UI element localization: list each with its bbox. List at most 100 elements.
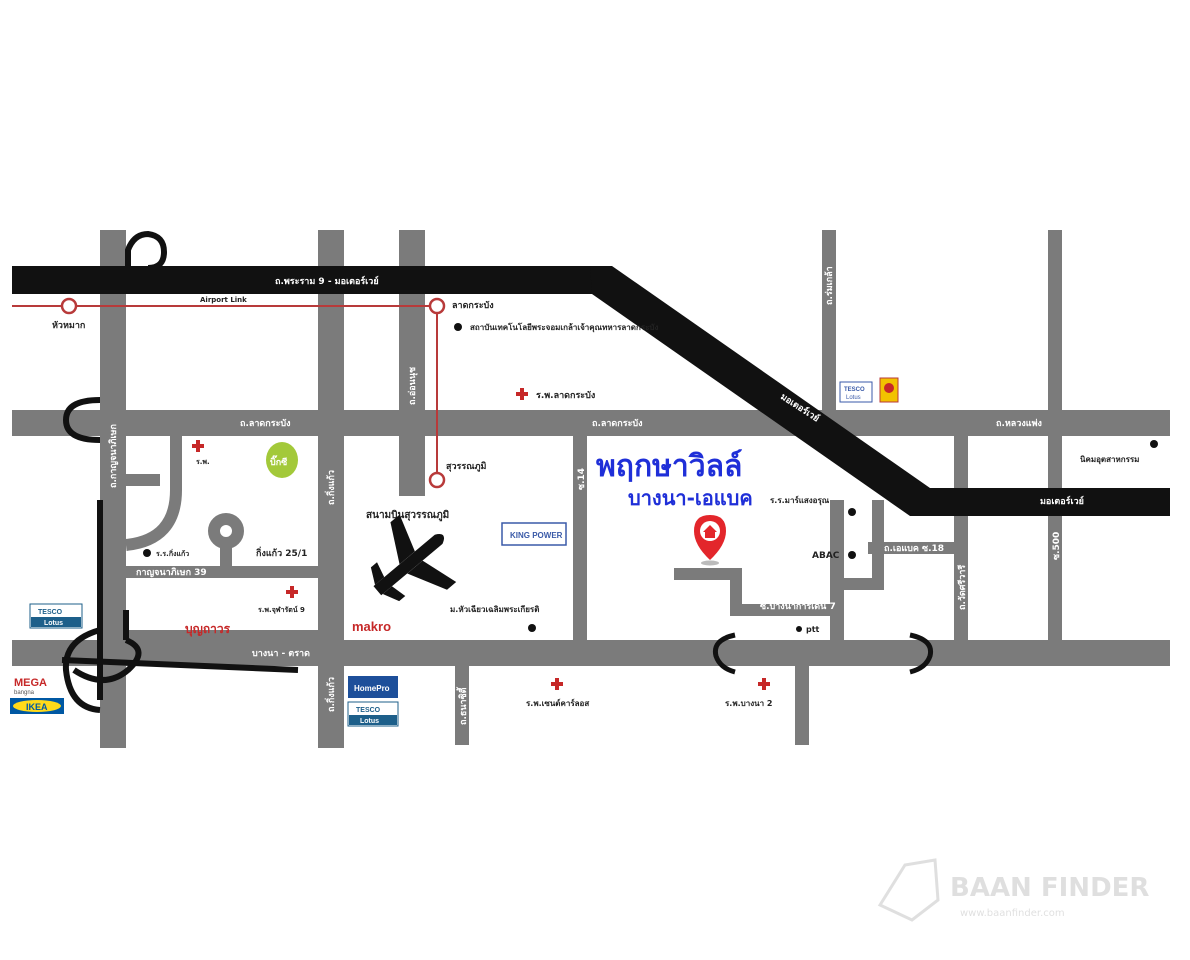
project-location-pin-icon (694, 515, 726, 566)
label-motorway-top: ถ.พระราม 9 - มอเตอร์เวย์ (275, 275, 379, 287)
watermark-house-icon (877, 858, 940, 922)
hospital-lat-krabang-icon (516, 388, 528, 400)
road-kanchanaphisek (100, 230, 126, 748)
abac-dot-icon (848, 551, 856, 559)
road-soi-14 (573, 432, 587, 640)
label-tesco-top: TESCO (844, 387, 865, 393)
hospital-small-icon (192, 440, 204, 452)
label-school-left: ร.ร.กิ่งแก้ว (156, 548, 189, 558)
tesco-mid-sub-bg (349, 715, 397, 725)
label-hosp-bangna: ร.พ.เซนต์คาร์ลอส (526, 698, 589, 708)
label-abac-18: ถ.เอแบค ซ.18 (884, 544, 944, 554)
road-bangna-garden (674, 568, 830, 616)
label-industrial: นิคมอุตสาหกรรม (1080, 455, 1139, 465)
label-school-abac: ร.ร.มาร์แสงอรุณ (770, 495, 830, 506)
station-lat-krabang-icon (428, 297, 446, 315)
hospital-chularat-icon (286, 586, 298, 598)
road-abac-soi (844, 500, 884, 590)
road-romklao (822, 230, 836, 425)
loop-top (125, 230, 168, 271)
label-tesco-top-sub: Lotus (846, 395, 861, 401)
tesco-left-sub-bg (31, 617, 81, 627)
label-tesco-mid: TESCO (356, 707, 381, 714)
hospital-bangna2-icon (758, 678, 770, 690)
project-title: พฤกษาวิลล์ (596, 449, 742, 484)
watermark-url: www.baanfinder.com (960, 908, 1065, 919)
label-boonthavorn: บุญถาวร (185, 622, 231, 637)
airport-rail-link (12, 297, 446, 489)
big-c-logo (266, 442, 298, 478)
hospital-icons (192, 388, 770, 690)
ptt-dot-icon (796, 626, 802, 632)
label-lat-krabang-left: ถ.ลาดกระบัง (240, 418, 291, 429)
road-bangna-trad (12, 640, 1170, 666)
label-king-kaeo-25: กิ่งแก้ว 25/1 (255, 546, 307, 559)
ikea-logo-oval (13, 700, 61, 712)
label-lat-krabang-mid: ถ.ลาดกระบัง (592, 418, 643, 429)
king-power-logo (501, 522, 567, 546)
motorway-diagonal (590, 266, 1170, 516)
project-location: บางนา-เอแบค (628, 486, 753, 510)
label-south-1: ถ.ธนาซิตี้ (456, 686, 469, 725)
loop-left (97, 500, 129, 700)
loop-west (712, 632, 736, 675)
label-king-power: KING POWER (510, 531, 563, 540)
road-east-small (830, 500, 844, 640)
west-interchange (61, 230, 299, 713)
roundabout-left (208, 513, 244, 549)
airplane-icon (370, 514, 457, 602)
label-bangna-trad: บางนา - ตราด (252, 649, 310, 659)
station-hua-mak-icon (60, 297, 78, 315)
motorway (12, 266, 1170, 516)
loop-east (909, 632, 934, 675)
label-romklao: ถ.ร่มเกล้า (824, 266, 835, 305)
label-station-lat-krabang: ลาดกระบัง (452, 300, 494, 311)
industrial-dot-icon (1150, 440, 1158, 448)
road-abac-18 (868, 542, 954, 554)
loop-bottom (62, 627, 101, 713)
road-south-1 (455, 665, 469, 745)
label-makro: makro (352, 619, 391, 634)
label-soi-14: ซ.14 (577, 468, 587, 490)
station-suvarnabhumi-icon (428, 471, 446, 489)
label-hosp-lat-krabang: ร.พ.ลาดกระบัง (536, 390, 595, 401)
label-on-nut: ถ.อ่อนนุช (407, 367, 418, 405)
label-tesco-mid-sub: Lotus (360, 718, 379, 725)
label-king-kaeo-south: ถ.กิ่งแก้ว (324, 677, 337, 712)
bangna-expressway-loop (712, 632, 934, 675)
label-kanchana-39: กาญจนาภิเษก 39 (136, 567, 207, 578)
hospital-bangna-icon (551, 678, 563, 690)
label-soi-500: ซ.500 (1052, 532, 1062, 560)
road-kanchana-39 (126, 566, 318, 578)
label-ikea: IKEA (26, 702, 48, 712)
school-abac-dot-icon (848, 508, 856, 516)
label-mega-sub: bangna (14, 690, 35, 696)
label-airport: สนามบินสุวรรณภูมิ (366, 509, 449, 522)
tesco-top-logo (839, 381, 873, 403)
label-rail-line: Airport Link (200, 296, 247, 304)
road-tesco-link (126, 630, 318, 640)
road-wat (954, 432, 968, 640)
label-tesco-left-sub: Lotus (44, 620, 63, 627)
label-big-c: บิ๊กซี (270, 455, 288, 468)
label-king-kaeo: ถ.กิ่งแก้ว (324, 470, 337, 505)
label-luang-phaeng: ถ.หลวงแพ่ง (996, 418, 1042, 429)
label-station-suvarnabhumi: สุวรรณภูมิ (446, 461, 486, 472)
kmitl-dot-icon (454, 323, 462, 331)
label-kmitl: สถาบันเทคโนโลยีพระจอมเกล้าเจ้าคุณทหารลาด… (470, 322, 659, 333)
road-network (12, 230, 1170, 748)
label-wat-road: ถ.วัดศรีวารี (957, 565, 968, 610)
label-mega: MEGA (14, 677, 47, 689)
label-kanchanaphisek: ถ.กาญจนาภิเษก (108, 424, 119, 488)
loop-mid (62, 397, 101, 443)
black-road-bottom (61, 657, 299, 673)
label-bangna-garden: ซ.บางนาการ์เด้น 7 (760, 600, 836, 612)
ramp-king-kaeo (125, 430, 182, 551)
label-station-hua-mak: หัวหมาก (52, 320, 85, 331)
school-left-dot-icon (143, 549, 151, 557)
watermark: BAAN FINDER www.baanfinder.com (877, 858, 1149, 922)
motorway-top (12, 266, 605, 294)
label-hosp-bangna2: ร.พ.บางนา 2 (725, 699, 772, 708)
loop-bottom-2 (72, 637, 142, 683)
